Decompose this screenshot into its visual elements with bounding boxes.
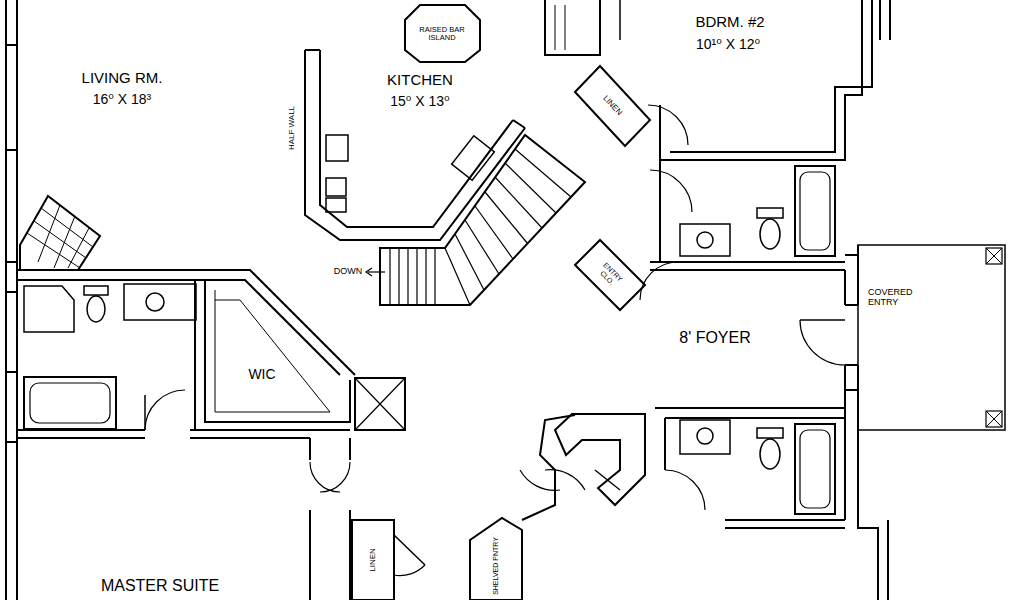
room-name: KITCHEN xyxy=(387,72,453,89)
area-label: COVERED ENTRY xyxy=(868,288,928,308)
room-dimension: 10¹⁰ X 12⁰ xyxy=(696,37,760,52)
room-name: LIVING RM. xyxy=(82,70,163,87)
fixture-label: RAISED BAR ISLAND xyxy=(412,26,472,43)
stair-label: DOWN xyxy=(334,267,363,277)
closet-label: SHELVED PNTRY xyxy=(492,536,500,596)
closet-label: LINEN xyxy=(369,547,378,573)
room-name: WIC xyxy=(248,367,275,382)
room-name: MASTER SUITE xyxy=(101,577,219,595)
room-dimension: 15⁰ X 13⁰ xyxy=(390,94,450,109)
room-name: BDRM. #2 xyxy=(695,14,764,31)
closet-label: LINEN xyxy=(600,94,624,119)
room-name: 8' FOYER xyxy=(679,329,751,347)
room-dimension: 16⁰ X 18³ xyxy=(93,92,152,107)
fixture-label: HALF WALL xyxy=(288,105,297,151)
